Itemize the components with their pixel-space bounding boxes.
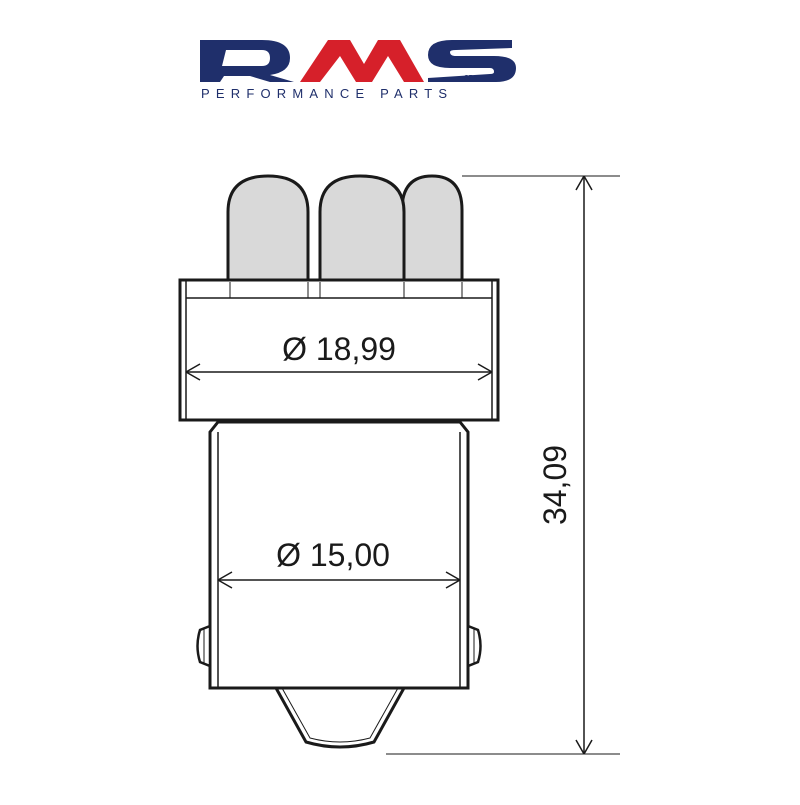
- base-diameter-arrow-right: [445, 571, 461, 589]
- lamp-base: [196, 420, 482, 749]
- base-body: [208, 420, 470, 690]
- logo-letter-m-red: [300, 40, 424, 82]
- head-diameter-arrow-right: [477, 363, 493, 381]
- contact-tip: [273, 686, 407, 749]
- base-diameter-label: Ø 15,00: [276, 537, 390, 573]
- dimension-overall-height: 34,09: [386, 175, 620, 755]
- led-dome-back: [400, 174, 464, 282]
- height-arrow-bottom: [575, 739, 593, 755]
- led-domes: [226, 174, 464, 282]
- lamp-head: [178, 278, 500, 422]
- rms-logo: SPA PERFORMANCE PARTS: [200, 40, 516, 101]
- led-dome-left: [226, 174, 310, 282]
- contact-tip-inner: [281, 687, 399, 743]
- logo-tagline: PERFORMANCE PARTS: [201, 86, 453, 101]
- dimension-head-diameter: Ø 18,99: [185, 331, 493, 381]
- head-diameter-label: Ø 18,99: [282, 331, 396, 367]
- head-body: [178, 278, 500, 422]
- head-diameter-arrow-left: [185, 363, 201, 381]
- height-label: 34,09: [537, 445, 573, 525]
- base-diameter-arrow-left: [217, 571, 233, 589]
- logo-suffix: SPA: [464, 75, 478, 82]
- height-arrow-top: [575, 175, 593, 191]
- led-dome-middle: [318, 174, 406, 282]
- dimension-base-diameter: Ø 15,00: [217, 537, 461, 589]
- logo-letter-s: [428, 40, 516, 82]
- logo-letter-r: [200, 40, 294, 82]
